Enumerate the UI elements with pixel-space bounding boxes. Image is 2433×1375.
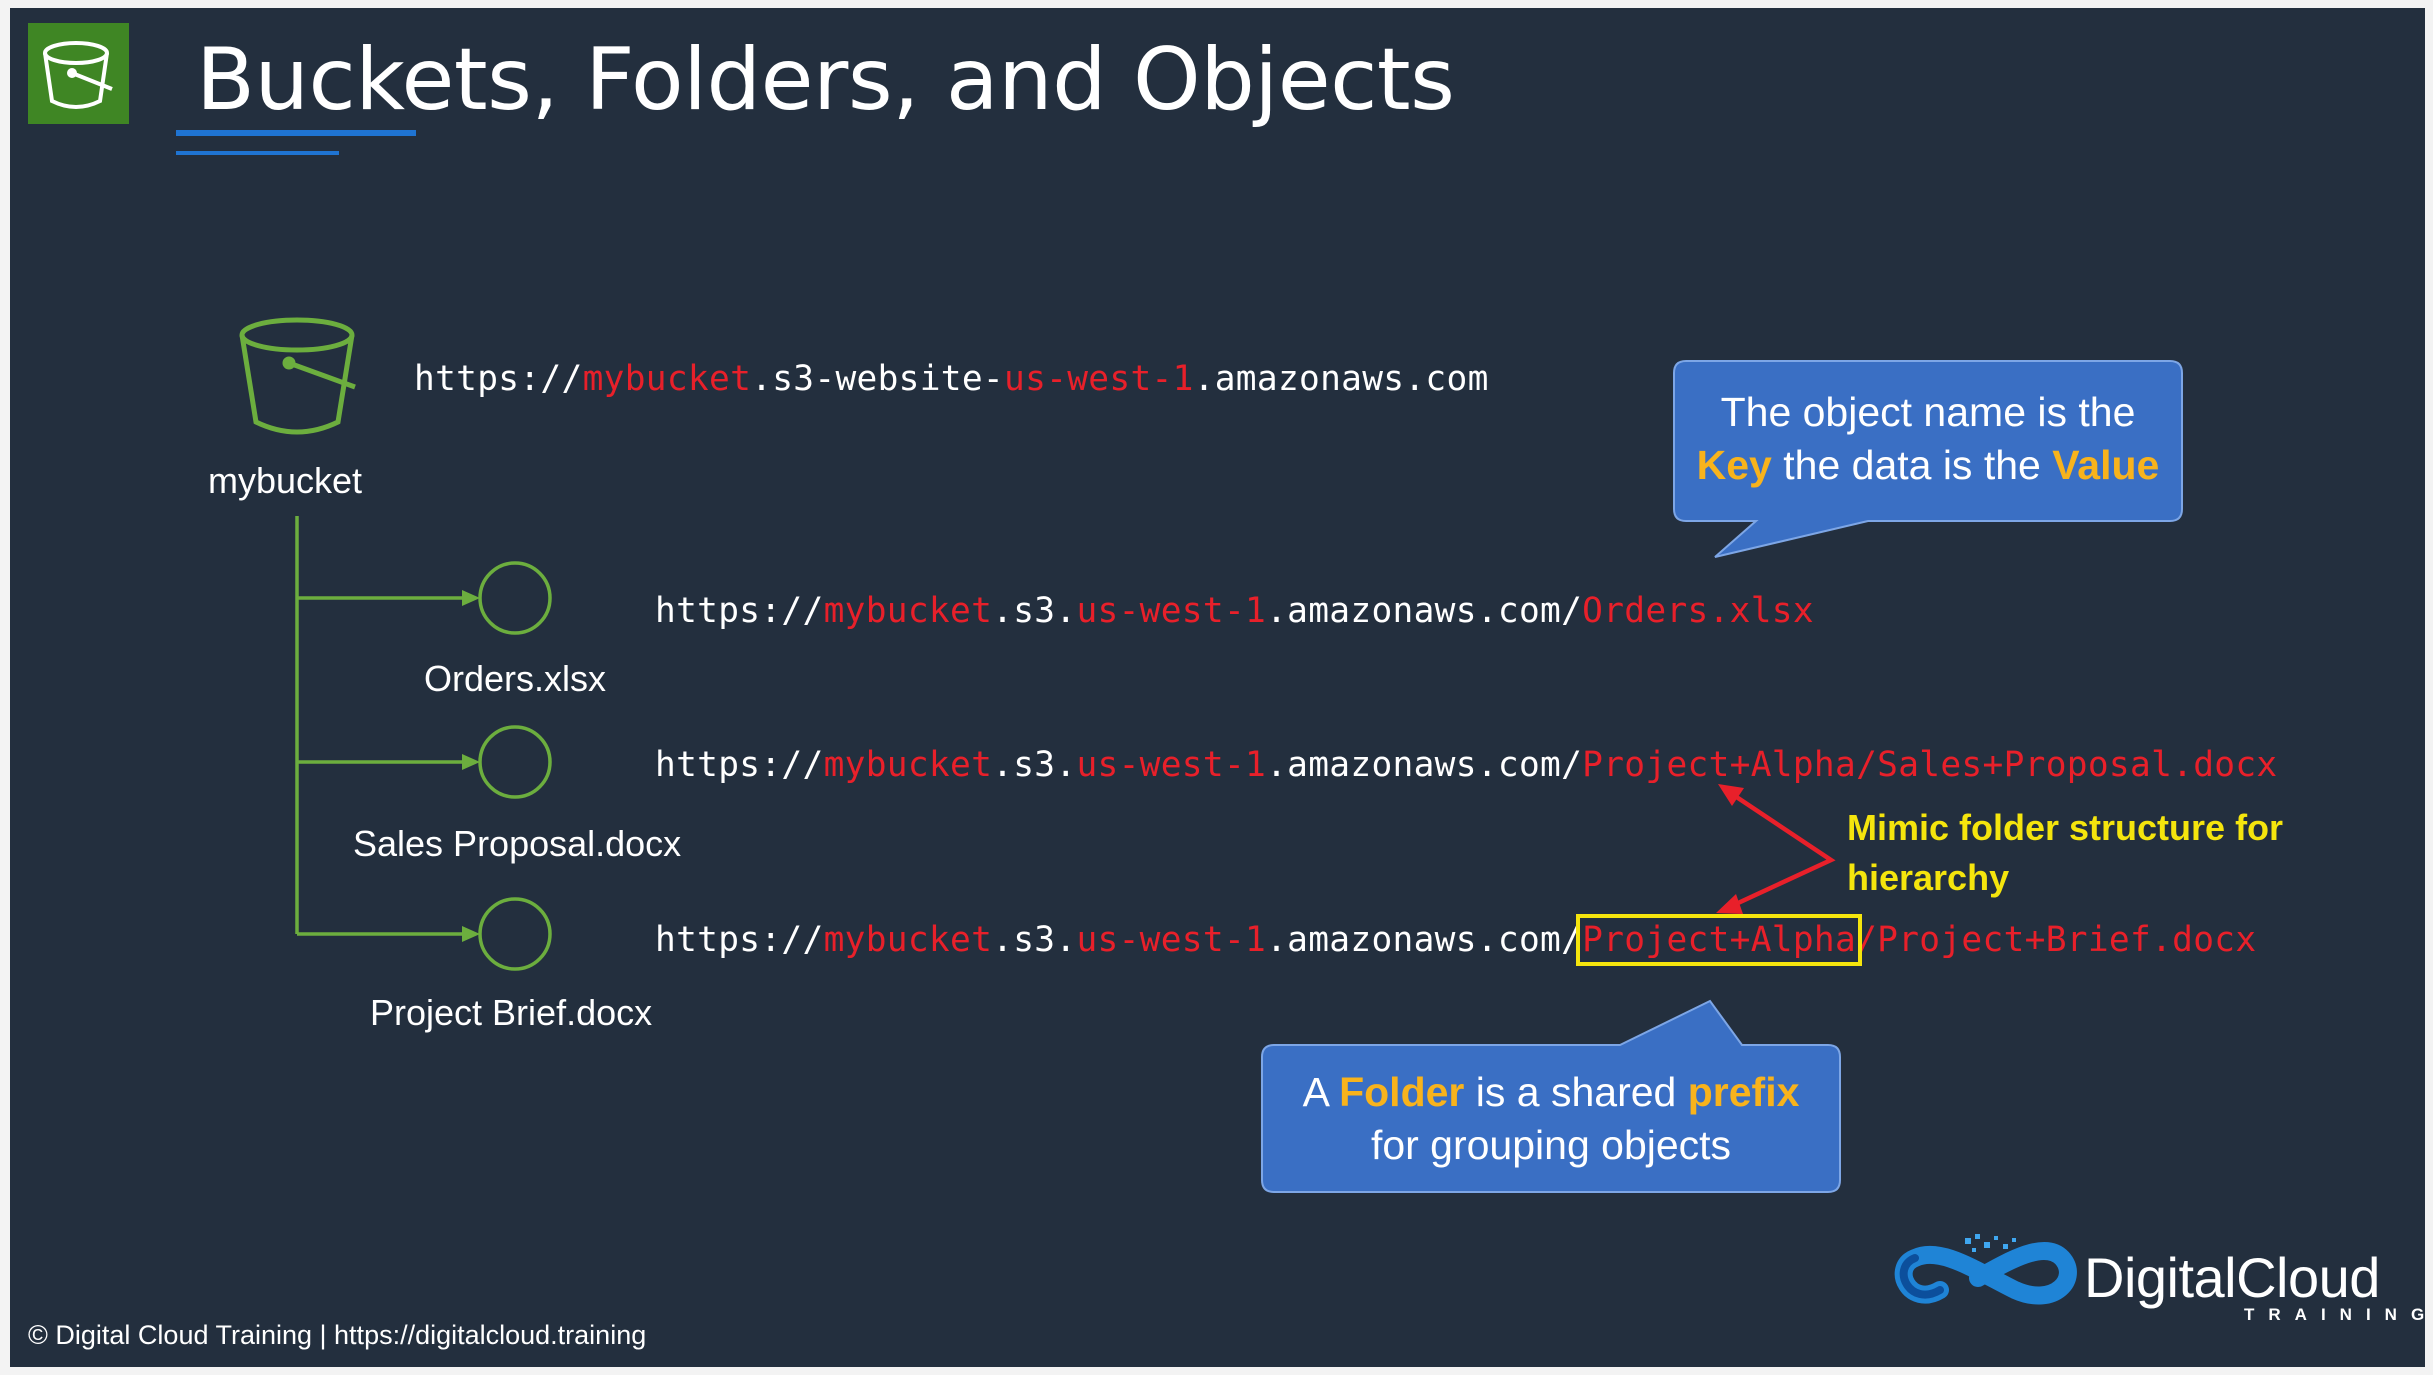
digitalcloud-logo-icon bbox=[1894, 1234, 2077, 1305]
key-value-callout-shape bbox=[1673, 360, 2183, 558]
url-region: us-west-1 bbox=[1076, 920, 1267, 960]
folder-callout-shape bbox=[1261, 999, 1841, 1193]
page-title: Buckets, Folders, and Objects bbox=[196, 30, 1455, 130]
footer-copyright: © Digital Cloud Training | https://digit… bbox=[28, 1320, 647, 1350]
object-url-project-brief: https://mybucket.s3.us-west-1.amazonaws.… bbox=[655, 914, 2257, 966]
url-scheme: https:// bbox=[655, 591, 824, 631]
url-scheme: https:// bbox=[655, 745, 824, 785]
url-region: us-west-1 bbox=[1076, 591, 1267, 631]
url-domain: .amazonaws.com/ bbox=[1266, 745, 1583, 785]
keyword-folder: Folder bbox=[1339, 1069, 1465, 1115]
tree-connectors bbox=[295, 516, 465, 936]
object-url-orders: https://mybucket.s3.us-west-1.amazonaws.… bbox=[655, 591, 1814, 631]
callout-line: The object name is the bbox=[1720, 389, 2136, 435]
hierarchy-annotation: Mimic folder structure for hierarchy bbox=[1847, 803, 2317, 903]
annotation-line: hierarchy bbox=[1847, 857, 2010, 898]
object-label-sales-proposal: Sales Proposal.docx bbox=[353, 823, 682, 864]
keyword-key: Key bbox=[1696, 442, 1772, 488]
url-object-key: Project+Alpha/Sales+Proposal.docx bbox=[1582, 745, 2278, 785]
slide: Buckets, Folders, and Objects bbox=[10, 8, 2425, 1367]
keyword-value: Value bbox=[2052, 442, 2160, 488]
hierarchy-arrows bbox=[1721, 786, 1836, 913]
callout-text: is a shared bbox=[1464, 1069, 1688, 1115]
title-underline bbox=[176, 130, 416, 136]
annotation-line: Mimic folder structure for bbox=[1847, 807, 2284, 848]
tree-arrowheads bbox=[462, 590, 480, 942]
callout-line: Key the data is the Value bbox=[1674, 439, 2182, 492]
callout-text: A bbox=[1302, 1069, 1340, 1115]
object-label-project-brief: Project Brief.docx bbox=[370, 992, 653, 1033]
url-object-key: Orders.xlsx bbox=[1582, 591, 1814, 631]
url-bucket-name: mybucket bbox=[823, 920, 993, 960]
object-url-sales-proposal: https://mybucket.s3.us-west-1.amazonaws.… bbox=[655, 745, 2278, 785]
bucket-label: mybucket bbox=[208, 460, 363, 501]
object-circles bbox=[478, 561, 552, 971]
title-underline-short bbox=[176, 151, 339, 155]
key-value-callout-text: The object name is the Key the data is t… bbox=[1674, 386, 2182, 492]
object-label-orders: Orders.xlsx bbox=[424, 658, 607, 699]
url-endpoint: .s3. bbox=[992, 745, 1077, 785]
callout-line: for grouping objects bbox=[1370, 1122, 1732, 1168]
folder-callout-text: A Folder is a shared prefix for grouping… bbox=[1262, 1066, 1840, 1172]
url-folder-prefix-highlight: Project+Alpha bbox=[1576, 914, 1863, 966]
url-endpoint: .s3. bbox=[992, 920, 1077, 960]
keyword-prefix: prefix bbox=[1687, 1069, 1800, 1115]
s3-bucket-logo-icon bbox=[28, 23, 129, 124]
url-region: us-west-1 bbox=[1076, 745, 1267, 785]
bucket-website-url: https://mybucket.s3-website-us-west-1.am… bbox=[414, 359, 1489, 399]
url-domain: .amazonaws.com/ bbox=[1266, 591, 1583, 631]
url-bucket-name: mybucket bbox=[582, 359, 752, 399]
brand-subtitle: TRAINING bbox=[2244, 1305, 2425, 1324]
diagram-graphics bbox=[239, 317, 2183, 1305]
url-scheme: https:// bbox=[414, 359, 583, 399]
url-object-key: /Project+Brief.docx bbox=[1856, 920, 2257, 960]
url-domain: .amazonaws.com bbox=[1193, 359, 1489, 399]
url-endpoint: .s3-website- bbox=[751, 359, 1005, 399]
bucket-icon bbox=[239, 317, 356, 435]
url-domain: .amazonaws.com/ bbox=[1266, 920, 1583, 960]
url-endpoint: .s3. bbox=[992, 591, 1077, 631]
callout-line: A Folder is a shared prefix bbox=[1262, 1066, 1840, 1119]
callout-text: the data is the bbox=[1771, 442, 2053, 488]
brand-name: DigitalCloud bbox=[2084, 1246, 2380, 1309]
url-region: us-west-1 bbox=[1004, 359, 1194, 399]
url-bucket-name: mybucket bbox=[823, 745, 993, 785]
url-scheme: https:// bbox=[655, 920, 824, 960]
url-bucket-name: mybucket bbox=[823, 591, 993, 631]
